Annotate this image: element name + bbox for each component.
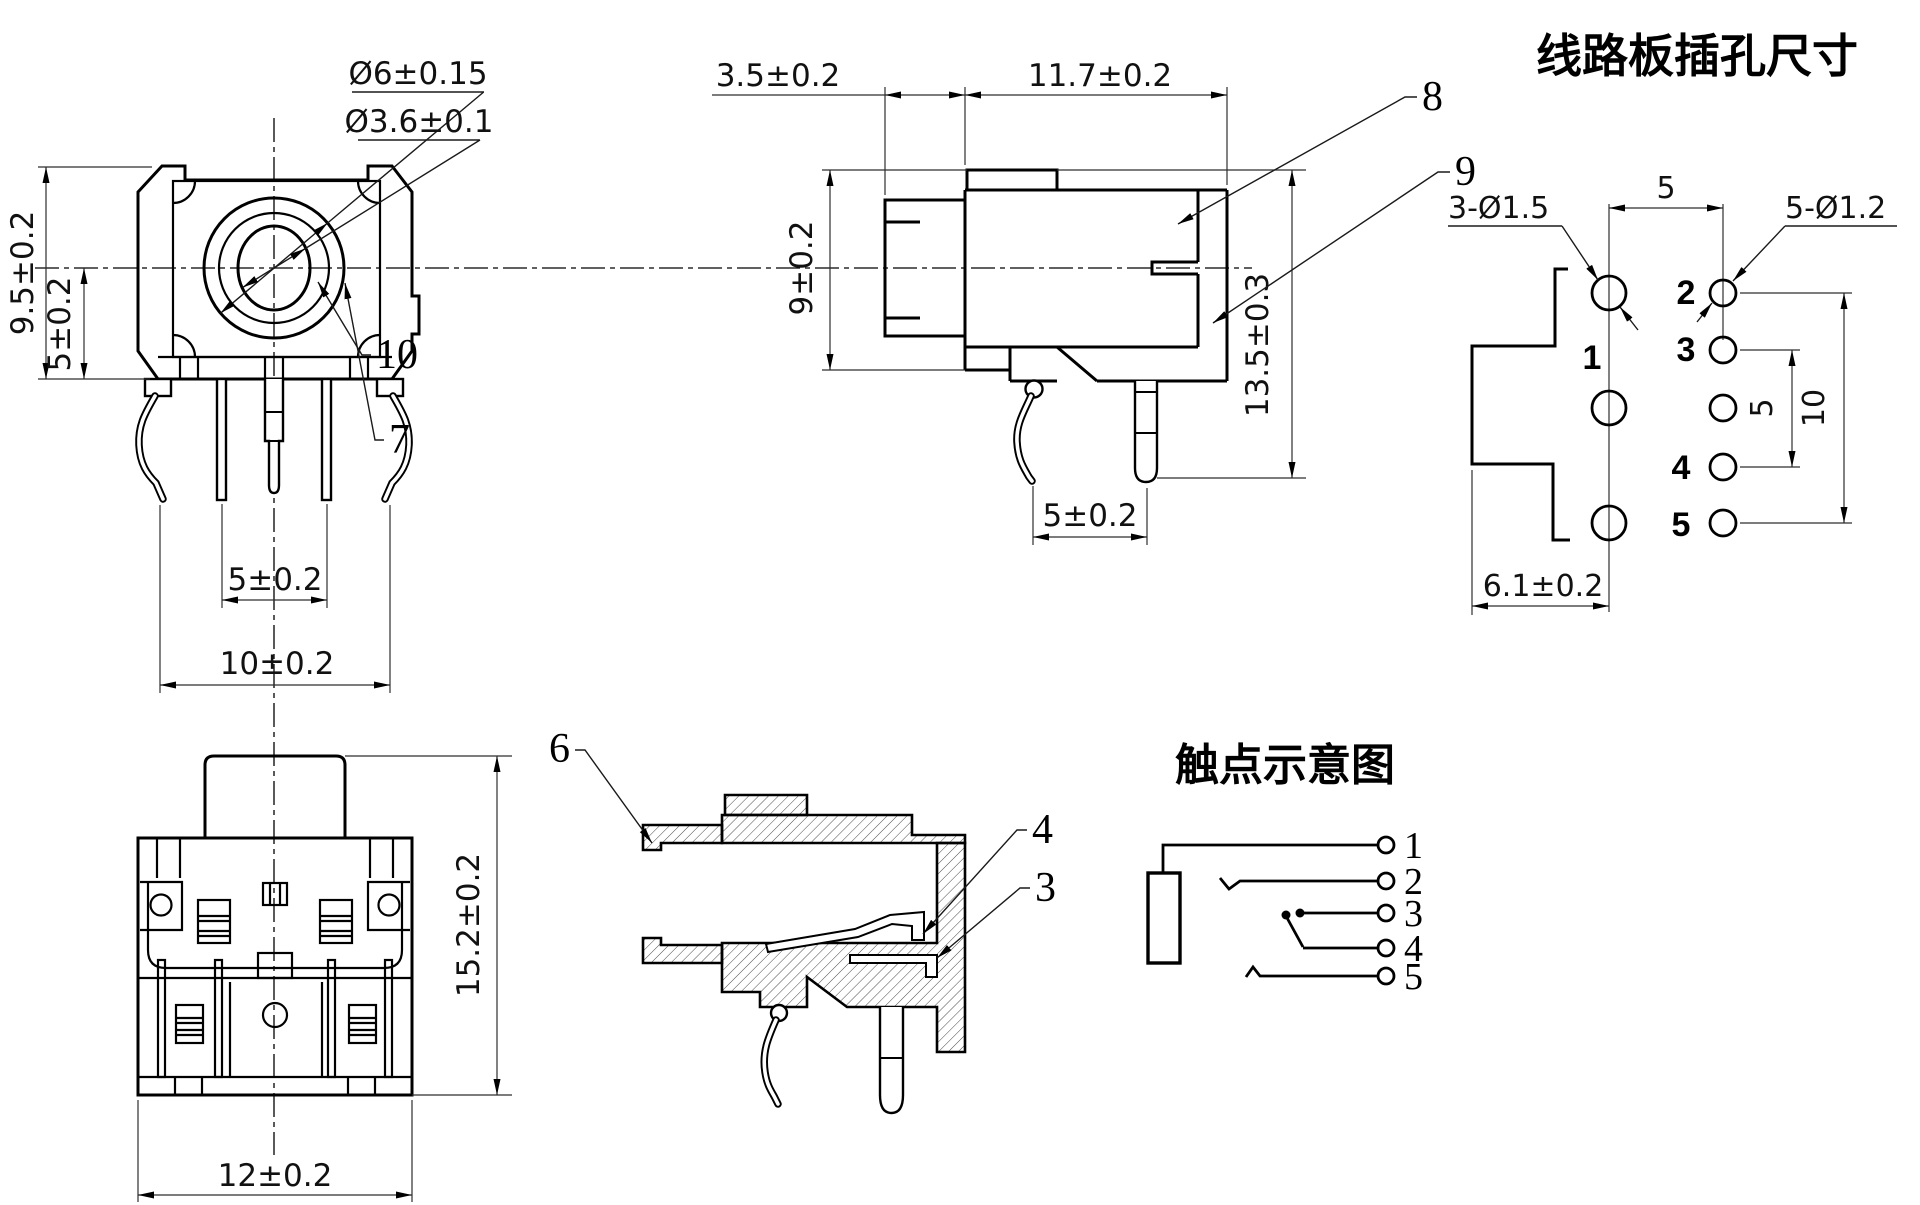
schematic-switch-arm [1284,915,1305,948]
pcb-hole-label-4: 4 [1672,449,1691,487]
bottom-stub-outline [203,754,347,838]
section-straight-pin [878,1007,905,1115]
pcb-dim-column-spacing: 5 [1656,171,1675,206]
front-flat-pin-left [215,377,228,502]
schematic-pin-5: 5 [1404,956,1423,998]
front-callout-10: 10 [376,332,418,378]
bottom-dim-height: 15.2±0.2 [451,853,487,997]
section-spring-contact [764,910,925,954]
schematic-pin-labels: 1 2 3 4 5 [1404,825,1423,998]
side-dim-total-height: 13.5±0.3 [1240,273,1276,417]
bottom-internal-details [138,838,412,1095]
schematic-pin-3: 3 [1404,893,1423,935]
side-pins [1013,379,1159,485]
section-nose-top-wall [641,823,724,852]
section-callout-6: 6 [549,726,570,772]
front-dia-outer: Ø6±0.15 [348,56,487,92]
pcb-hole-label-5: 5 [1672,506,1691,544]
bottom-dimensions: 15.2±0.2 12±0.2 [137,755,512,1202]
front-center-pin [263,379,285,495]
front-pins [135,377,413,503]
schematic-title: 触点示意图 [1175,740,1395,791]
bottom-view: 15.2±0.2 12±0.2 [136,754,512,1202]
front-dim-half-height: 5±0.2 [42,277,78,372]
side-callout-9: 9 [1455,149,1476,195]
schematic-wires [1161,843,1378,978]
side-dim-pin-span: 5±0.2 [1043,498,1138,534]
schematic-plug-body [1146,871,1182,965]
pcb-dim-row-total: 10 [1797,389,1832,427]
schematic-node-dot-b [1295,908,1305,918]
section-callouts: 6 4 3 [549,726,1056,959]
pcb-view-title: 线路板插孔尺寸 [1536,29,1858,83]
side-outline [883,168,1229,383]
schematic-wire-5 [1244,964,1378,978]
schematic-pin-2: 2 [1404,861,1423,903]
section-view: 6 4 3 [549,726,1056,1115]
section-top-band [720,813,967,845]
pcb-hole-labels: 1 2 3 4 5 [1583,274,1696,544]
schematic-terminals [1376,835,1396,986]
schematic-wire-1 [1161,843,1378,873]
pcb-hole-label-2: 2 [1677,274,1696,312]
section-top-tab [723,793,809,817]
front-dia-inner: Ø3.6±0.1 [345,104,494,140]
pcb-hole-view: 线路板插孔尺寸 1 2 3 4 5 5 3-Ø1.5 5-Ø [1448,29,1897,615]
pcb-dim-edge-offset: 6.1±0.2 [1483,569,1604,604]
front-right-foot [375,377,405,398]
side-straight-pin [1133,381,1159,484]
pcb-hole-label-1: 1 [1583,339,1602,377]
pcb-leader-right-text: 5-Ø1.2 [1785,191,1886,226]
schematic-wire-2 [1218,877,1378,891]
section-body-mass [720,841,967,1054]
pcb-dimensions: 5 3-Ø1.5 5-Ø1.2 5 10 6.1±0.2 [1448,171,1897,615]
pcb-leader-left-text: 3-Ø1.5 [1448,191,1549,226]
front-corner-arcs [172,180,381,358]
section-nose-bottom-wall [641,936,724,965]
front-bent-pin-left [135,392,167,503]
side-dimensions: 3.5±0.2 11.7±0.2 9±0.2 13.5±0.3 5±0.2 8 … [712,58,1476,545]
side-callout-8: 8 [1422,74,1443,120]
schematic-pin-4: 4 [1404,928,1423,970]
front-bottom-strip [158,355,392,379]
side-dim-nose: 3.5±0.2 [716,58,841,94]
schematic-pin-1: 1 [1404,825,1423,867]
contact-schematic: 触点示意图 1 2 3 4 5 [1146,740,1423,998]
front-view: 9.5±0.2 5±0.2 5±0.2 10±0.2 Ø6±0.15 Ø3.6±… [5,56,493,693]
pcb-board-edge [1470,267,1570,542]
side-dim-height: 9±0.2 [784,221,820,316]
front-dimensions: 9.5±0.2 5±0.2 5±0.2 10±0.2 Ø6±0.15 Ø3.6±… [5,56,493,693]
side-dim-body: 11.7±0.2 [1028,58,1172,94]
front-counterbore-circle [217,211,331,325]
section-callout-3: 3 [1035,865,1056,911]
front-flat-pin-right [320,377,333,502]
pcb-hole-label-3: 3 [1677,331,1696,369]
pcb-dim-row-spacing: 5 [1745,398,1780,417]
section-callout-4: 4 [1032,807,1053,853]
front-dim-height: 9.5±0.2 [5,211,41,336]
side-view: 3.5±0.2 11.7±0.2 9±0.2 13.5±0.3 5±0.2 8 … [712,58,1476,545]
centerlines [35,118,1252,1155]
front-left-foot [143,377,173,398]
front-dim-pin-span-inner: 5±0.2 [228,562,323,598]
schematic-node-dot-a [1281,910,1291,920]
front-outer-outline [136,164,421,381]
front-bore-outer-circle [202,196,346,340]
bottom-body-outline [136,836,414,1097]
front-dim-pin-span-outer: 10±0.2 [220,646,335,682]
bottom-dim-width: 12±0.2 [218,1158,333,1194]
front-callout-7: 7 [389,417,410,463]
